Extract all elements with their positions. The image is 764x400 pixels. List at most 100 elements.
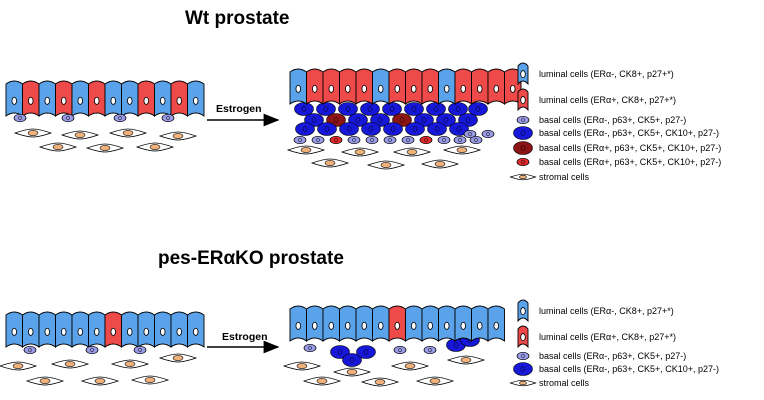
stromal-cell [50, 359, 90, 369]
basal-nucleus [465, 117, 471, 123]
legend-label: stromal cells [539, 378, 590, 388]
basal-cell-large [317, 122, 337, 136]
basal-nucleus [521, 159, 525, 165]
basal-cell-large [330, 345, 350, 359]
basal-nucleus [434, 126, 440, 132]
basal-nucleus [302, 126, 308, 132]
basal-cell-large [316, 102, 336, 116]
luminal-cell-era-pos [22, 80, 40, 117]
luminal-nucleus [394, 321, 400, 330]
luminal-nucleus [11, 327, 17, 336]
luminal-cell-era-neg [38, 80, 56, 117]
luminal-nucleus [345, 321, 351, 330]
basal-cell-small [347, 135, 361, 145]
basal-nucleus [388, 137, 392, 143]
estrogen-label-top: Estrogen [216, 103, 262, 115]
stromal-nucleus [300, 147, 312, 153]
basal-nucleus [521, 117, 525, 123]
basal-cell-small [469, 135, 483, 145]
basal-cell-small [13, 113, 27, 123]
stromal-cell [60, 130, 100, 140]
stromal-nucleus [27, 130, 39, 136]
basal-nucleus [428, 347, 432, 353]
luminal-cell-era-pos [55, 80, 73, 117]
basal-cell-large [449, 122, 469, 136]
basal-cell-large [338, 102, 358, 116]
basal-nucleus [298, 137, 302, 143]
luminal-nucleus [127, 327, 133, 336]
luminal-cell-era-neg [438, 305, 456, 342]
basal-cell-small [303, 343, 317, 353]
stromal-nucleus [346, 369, 358, 375]
basal-cell-small [393, 345, 407, 355]
stromal-cell [135, 142, 175, 152]
luminal-cell-era-pos [339, 68, 357, 105]
basal-nucleus [390, 126, 396, 132]
basal-nucleus [18, 115, 22, 121]
stromal-nucleus [316, 378, 328, 384]
luminal-cell-era-neg [154, 311, 172, 348]
stromal-nucleus [124, 361, 136, 367]
luminal-cell-era-pos [471, 68, 489, 105]
luminal-cell-era-neg [517, 299, 529, 323]
luminal-cell-era-neg [5, 80, 23, 117]
basal-cell-large [427, 122, 447, 136]
stromal-cell [390, 361, 430, 371]
basal-nucleus [456, 126, 462, 132]
basal-nucleus [333, 117, 339, 123]
luminal-nucleus [444, 84, 450, 93]
basal-nucleus [311, 117, 317, 123]
basal-nucleus [411, 106, 417, 112]
basal-nucleus [324, 126, 330, 132]
luminal-nucleus [11, 96, 17, 105]
stromal-nucleus [429, 378, 441, 384]
luminal-cell-era-neg [517, 62, 529, 86]
luminal-cell-era-pos [104, 311, 122, 348]
luminal-nucleus [520, 307, 526, 316]
basal-nucleus [345, 106, 351, 112]
luminal-cell-era-neg [421, 305, 439, 342]
luminal-cell-era-neg [5, 311, 23, 348]
luminal-nucleus [520, 333, 526, 342]
basal-nucleus [166, 115, 170, 121]
basal-cell-large [339, 122, 359, 136]
luminal-nucleus [460, 321, 466, 330]
luminal-nucleus [61, 327, 67, 336]
legend-label: luminal cells (ERα-, CK8+, p27+*) [539, 69, 674, 79]
luminal-cell-era-neg [438, 68, 456, 105]
luminal-cell-era-pos [355, 68, 373, 105]
basal-cell-small [401, 135, 415, 145]
luminal-cell-era-neg [38, 311, 56, 348]
legend-label: stromal cells [539, 172, 590, 182]
stromal-nucleus [404, 363, 416, 369]
luminal-cell-era-neg [372, 68, 390, 105]
stromal-cell [302, 376, 342, 386]
luminal-cell-era-pos [421, 68, 439, 105]
basal-nucleus [474, 137, 478, 143]
luminal-nucleus [477, 321, 483, 330]
basal-cell-small [383, 135, 397, 145]
luminal-nucleus [160, 96, 166, 105]
basal-nucleus [349, 357, 355, 363]
luminal-nucleus [77, 96, 83, 105]
luminal-cell-era-pos [454, 68, 472, 105]
luminal-nucleus [143, 327, 149, 336]
luminal-cell-era-neg [454, 305, 472, 342]
luminal-nucleus [493, 321, 499, 330]
basal-cell-large [295, 122, 315, 136]
stromal-nucleus [374, 379, 386, 385]
basal-cell-large [426, 102, 446, 116]
basal-nucleus [520, 130, 526, 136]
luminal-cell-era-neg [306, 305, 324, 342]
luminal-cell-era-neg [487, 305, 505, 342]
basal-nucleus [389, 106, 395, 112]
stromal-cell [509, 379, 537, 387]
basal-cell-large [513, 362, 533, 376]
stromal-nucleus [324, 160, 336, 166]
basal-nucleus [138, 347, 142, 353]
basal-cell-small [516, 351, 530, 361]
luminal-cell-era-pos [306, 68, 324, 105]
luminal-cell-era-pos [388, 68, 406, 105]
basal-nucleus [308, 345, 312, 351]
luminal-nucleus [28, 327, 34, 336]
